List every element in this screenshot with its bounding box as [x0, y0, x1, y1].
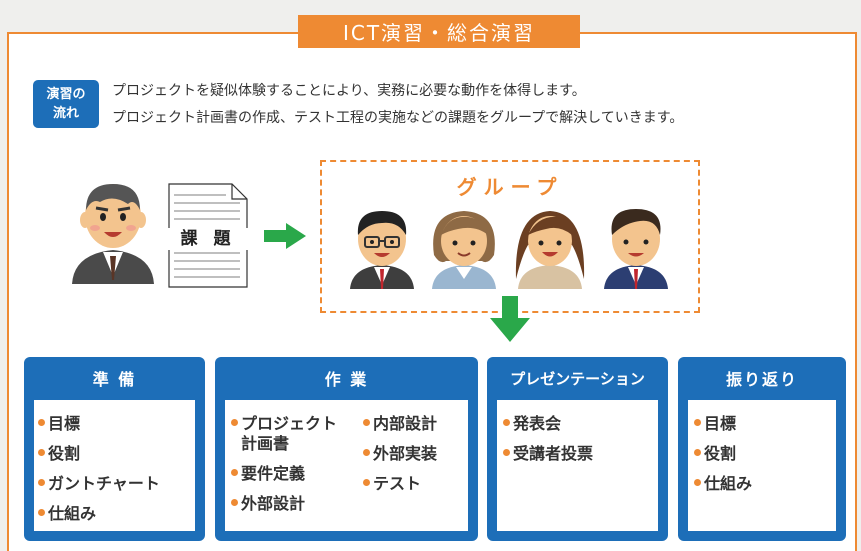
list-item: 仕組み: [38, 503, 96, 524]
list-item: 目標: [694, 413, 736, 434]
card-body: プロジェクト 計画書 要件定義 外部設計 内部設計 外部実装 テスト: [225, 400, 468, 531]
card-preparation: 準 備 目標 役割 ガントチャート 仕組み: [24, 357, 205, 541]
student-woman2-icon: [515, 211, 585, 289]
task-label: 課 題: [168, 228, 248, 250]
list-item: 外部設計: [231, 493, 305, 514]
card-work: 作 業 プロジェクト 計画書 要件定義 外部設計 内部設計 外部実装 テスト: [215, 357, 478, 541]
list-item: 役割: [694, 443, 736, 464]
list-item: 発表会: [503, 413, 561, 434]
list-item: 仕組み: [694, 473, 752, 494]
flow-badge-line1: 演習の: [46, 87, 86, 102]
card-title: 振り返り: [725, 370, 798, 389]
student-glasses-icon: [350, 211, 414, 289]
list-item: 要件定義: [231, 463, 305, 484]
list-item-continuation: 計画書: [241, 434, 290, 453]
arrow-right-icon: [264, 223, 306, 249]
card-title: 作 業: [324, 370, 369, 389]
list-item: テスト: [363, 473, 421, 494]
teacher-icon: [72, 184, 154, 284]
list-item: 役割: [38, 443, 80, 464]
flow-badge: 演習の 流れ: [33, 80, 99, 128]
card-body: 目標 役割 ガントチャート 仕組み: [34, 400, 195, 531]
page-title: ICT演習・総合演習: [298, 15, 580, 48]
flow-description-1: プロジェクトを疑似体験することにより、実務に必要な動作を体得します。: [112, 83, 586, 99]
list-item: 目標: [38, 413, 80, 434]
card-body: 目標 役割 仕組み: [688, 400, 836, 531]
list-item: 内部設計: [363, 413, 437, 434]
list-item: ガントチャート: [38, 473, 160, 494]
list-item: 受講者投票: [503, 443, 593, 464]
student-woman-icon: [432, 211, 496, 289]
card-presentation: プレゼンテーション 発表会 受講者投票: [487, 357, 668, 541]
group-label: グループ: [456, 175, 564, 199]
flow-description-2: プロジェクト計画書の作成、テスト工程の実施などの課題をグループで解決していきます…: [112, 110, 684, 126]
student-man-icon: [604, 209, 668, 289]
card-title: プレゼンテーション: [510, 369, 645, 388]
flow-badge-line2: 流れ: [52, 106, 79, 121]
arrow-down-icon: [490, 296, 530, 342]
list-item: プロジェクト: [231, 413, 337, 434]
card-title: 準 備: [92, 370, 137, 389]
card-body: 発表会 受講者投票: [497, 400, 658, 531]
list-item: 外部実装: [363, 443, 437, 464]
card-review: 振り返り 目標 役割 仕組み: [678, 357, 846, 541]
